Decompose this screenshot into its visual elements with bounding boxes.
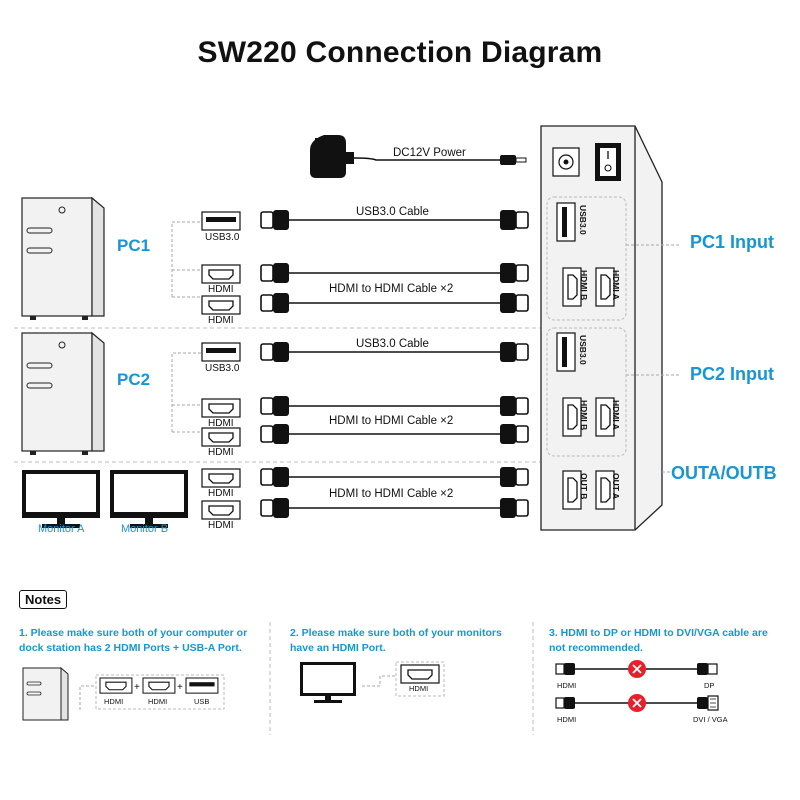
outputs-label: OUTA/OUTB: [671, 463, 777, 483]
note-1-port-1-label: HDMI: [104, 697, 123, 706]
pc2-usb-port-label: USB3.0: [205, 363, 240, 374]
switch-out-b-port-icon: [562, 470, 582, 510]
note-1-port-3-label: USB: [194, 697, 209, 706]
switch-out-b-label: OUT B: [579, 473, 589, 499]
pc1-usb-cable: [260, 209, 529, 231]
monitor-hdmi-port-1-icon: [201, 468, 241, 488]
notes-heading: Notes: [19, 590, 68, 609]
switch-pc2-hdmi-b-port-icon: [562, 397, 582, 437]
note-3-line-2: not recommended.: [549, 642, 643, 654]
pc2-usb-cable-label: USB3.0 Cable: [356, 338, 429, 350]
pc1-hdmi-port-1-label: HDMI: [208, 284, 234, 295]
switch-pc1-usb-port-icon: [556, 202, 576, 242]
note-1-line-2: dock station has 2 HDMI Ports + USB-A Po…: [19, 642, 242, 654]
switch-pc2-hdmi-b-label: HDMI B: [579, 400, 589, 430]
pc1-hdmi-port-2-label: HDMI: [208, 315, 234, 326]
monitor-a-label: Monitor A: [38, 523, 85, 535]
pc1-hdmi-cable-label: HDMI to HDMI Cable ×2: [329, 283, 453, 295]
note-3-cross-icon-1: [628, 660, 646, 678]
diagram-title: SW220 Connection Diagram: [197, 36, 603, 69]
monitor-b-icon: [110, 470, 188, 528]
note-1-hdmi-port-1-icon: [99, 677, 133, 694]
pc1-usb-port-label: USB3.0: [205, 232, 240, 243]
pc2-input-label: PC2 Input: [690, 364, 774, 384]
note-1-usb-port-icon: [185, 677, 219, 694]
switch-out-a-label: OUT A: [611, 473, 621, 499]
note-2-hdmi-port-icon: [400, 664, 440, 684]
pc1-hdmi-port-1-icon: [201, 264, 241, 284]
note-3-line-1: 3. HDMI to DP or HDMI to DVI/VGA cable a…: [549, 627, 768, 639]
power-label: DC12V Power: [393, 147, 466, 159]
pc1-usb-cable-label: USB3.0 Cable: [356, 206, 429, 218]
note-1-plus-2: +: [177, 682, 183, 693]
note-3-row-1-left: HDMI: [557, 681, 576, 690]
pc2-hdmi-cable-1: [260, 395, 529, 417]
pc2-hdmi-port-1-label: HDMI: [208, 418, 234, 429]
switch-pc2-hdmi-a-label: HDMI A: [611, 400, 621, 430]
pc1-hdmi-cable-1: [260, 262, 529, 284]
note-2-line-2: have an HDMI Port.: [290, 642, 386, 654]
note-2-monitor-icon: [300, 662, 356, 703]
pc2-hdmi-port-1-icon: [201, 398, 241, 418]
note-1-plus-1: +: [134, 682, 140, 693]
note-3-hdmi-to-dvi-vga-cable: [555, 695, 719, 711]
pc1-hdmi-cable-2: [260, 292, 529, 314]
monitor-hdmi-cable-1: [260, 466, 529, 488]
power-switch-icon: [595, 143, 621, 181]
note-3-cross-icon-2: [628, 694, 646, 712]
switch-pc1-hdmi-b-label: HDMI B: [579, 270, 589, 300]
note-3-row-2-left: HDMI: [557, 715, 576, 724]
pc2-hdmi-port-2-label: HDMI: [208, 447, 234, 458]
pc1-input-label: PC1 Input: [690, 232, 774, 252]
monitor-hdmi-port-2-label: HDMI: [208, 520, 234, 531]
note-2-line-1: 2. Please make sure both of your monitor…: [290, 627, 502, 639]
dc-jack-icon: [552, 147, 580, 177]
switch-pc1-hdmi-a-label: HDMI A: [611, 270, 621, 300]
note-1-port-2-label: HDMI: [148, 697, 167, 706]
note-1-tower-icon: [22, 666, 69, 721]
monitor-b-label: Monitor B: [121, 523, 168, 535]
monitor-hdmi-port-2-icon: [201, 500, 241, 520]
switch-pc2-usb-label: USB3.0: [578, 335, 588, 365]
switch-pc1-hdmi-b-port-icon: [562, 267, 582, 307]
monitor-hdmi-cable-2: [260, 497, 529, 519]
note-1-line-1: 1. Please make sure both of your compute…: [19, 627, 247, 639]
note-2-port-label: HDMI: [409, 684, 428, 693]
pc1-usb-port-icon: [201, 211, 241, 231]
note-3-row-2-right: DVI / VGA: [693, 715, 728, 724]
monitor-hdmi-port-1-label: HDMI: [208, 488, 234, 499]
pc2-hdmi-port-2-icon: [201, 427, 241, 447]
pc2-hdmi-cable-2: [260, 423, 529, 445]
monitor-hdmi-cable-label: HDMI to HDMI Cable ×2: [329, 488, 453, 500]
dc-plug-icon: [500, 155, 527, 165]
pc2-tower-icon: [21, 332, 105, 456]
pc1-hdmi-port-2-icon: [201, 295, 241, 315]
switch-pc2-usb-port-icon: [556, 332, 576, 372]
pc2-usb-port-icon: [201, 342, 241, 362]
pc1-label: PC1: [117, 236, 150, 255]
monitor-a-icon: [22, 470, 100, 528]
pc2-usb-cable: [260, 341, 529, 363]
pc2-label: PC2: [117, 370, 150, 389]
switch-pc1-usb-label: USB3.0: [578, 205, 588, 235]
pc1-tower-icon: [21, 197, 105, 321]
note-1-hdmi-port-2-icon: [142, 677, 176, 694]
note-3-row-1-right: DP: [704, 681, 714, 690]
power-adapter-icon: [310, 135, 500, 178]
pc2-hdmi-cable-label: HDMI to HDMI Cable ×2: [329, 415, 453, 427]
